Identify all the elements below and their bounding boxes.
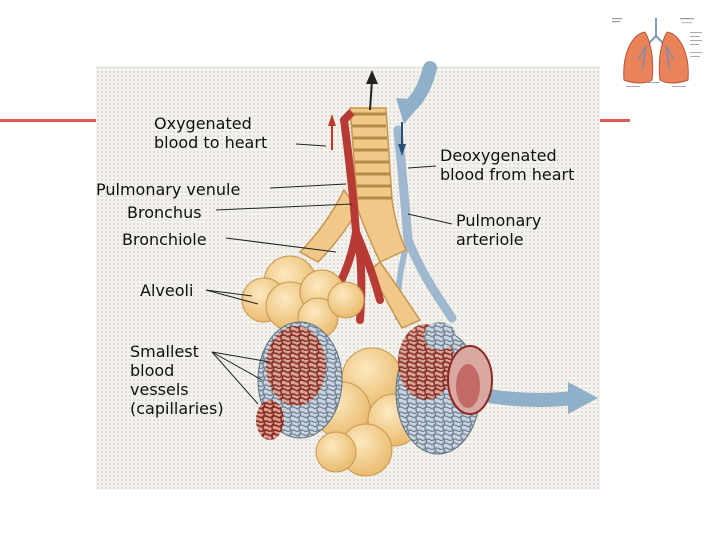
label-oxygenated: Oxygenated blood to heart — [154, 114, 267, 152]
label-capillaries-line4: (capillaries) — [130, 399, 224, 418]
pulmonary-arteriole-vessel — [393, 125, 457, 323]
label-bronchiole: Bronchiole — [122, 230, 207, 249]
label-oxygenated-line2: blood to heart — [154, 133, 268, 152]
label-pulmonary-venule: Pulmonary venule — [96, 180, 241, 199]
label-capillaries-line1: Smallest — [130, 342, 199, 361]
lungs-icon — [612, 18, 702, 87]
label-deoxygenated-line2: blood from heart — [440, 165, 575, 184]
label-bronchus: Bronchus — [127, 203, 202, 222]
label-pulmonary-arteriole: Pulmonary arteriole — [456, 211, 541, 249]
capillary-network — [256, 321, 493, 455]
label-alveoli: Alveoli — [140, 281, 194, 300]
accent-rule-left — [0, 119, 96, 122]
label-capillaries: Smallest blood vessels (capillaries) — [130, 342, 224, 418]
lung-thumbnail — [612, 14, 704, 90]
label-pulmonary-arteriole-line2: arteriole — [456, 230, 524, 249]
label-deoxygenated-line1: Deoxygenated — [440, 146, 557, 165]
oxygenated-outflow-arrow — [328, 70, 406, 156]
label-capillaries-line2: blood — [130, 361, 175, 380]
label-deoxygenated: Deoxygenated blood from heart — [440, 146, 574, 184]
bronchus-airway — [298, 107, 422, 329]
label-pulmonary-arteriole-line1: Pulmonary — [456, 211, 542, 230]
label-capillaries-line3: vessels — [130, 380, 189, 399]
deoxygenated-inflow-arrow — [396, 61, 437, 124]
leader-lines — [205, 143, 453, 405]
label-oxygenated-line1: Oxygenated — [154, 114, 252, 133]
accent-rule-right — [600, 119, 630, 122]
